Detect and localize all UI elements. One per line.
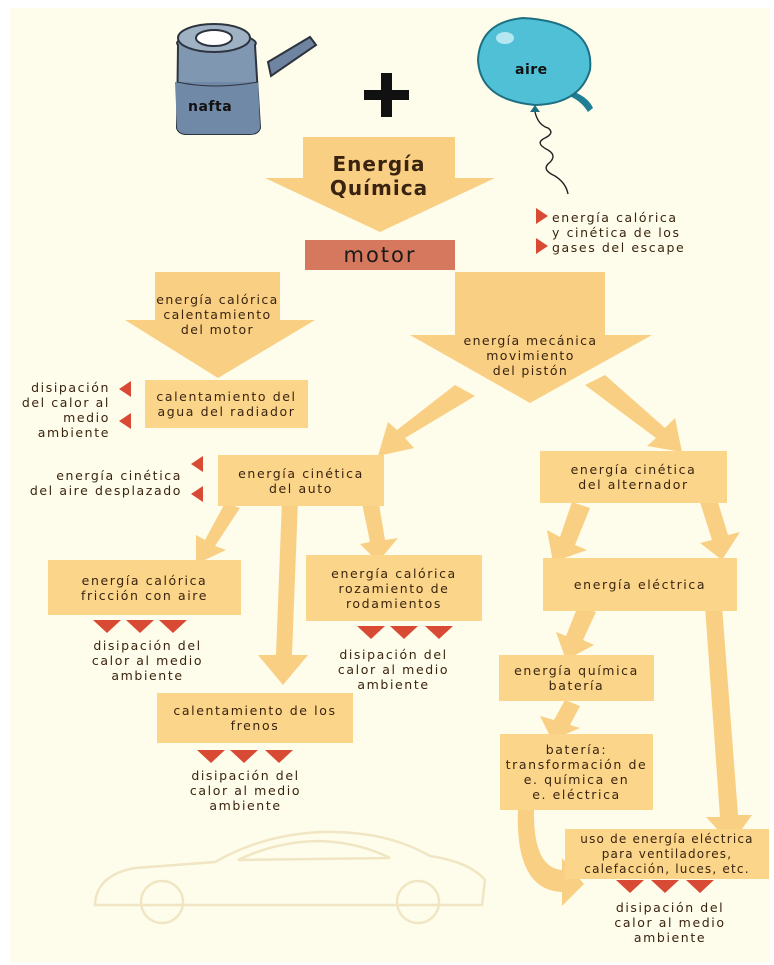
motor-box [305,240,455,270]
radiator-box: calentamiento del agua del radiador [145,380,308,428]
engine-heat-arrow [125,272,315,378]
brake-down-marker-3 [265,750,293,763]
bearing-down-marker-2 [390,626,418,639]
fuel-can-icon [175,23,318,135]
brakes-box: calentamiento de los frenos [157,693,353,743]
car-kinetic-box: energía cinética del auto [218,455,384,506]
uses-down-marker-1 [616,880,644,893]
car-watermark [93,830,487,925]
electric-uses-loss-label: disipación del calor al medio ambiente [614,900,726,945]
mechanical-energy-arrow [410,272,652,403]
exhaust-marker-2 [536,238,548,254]
displaced-air-label: energía cinética del aire desplazado [29,468,182,498]
exhaust-marker-1 [536,208,548,224]
chemical-energy-label: Energía Química [329,152,429,200]
battery-transformation-box: batería: transformación de e. química en… [500,734,653,810]
friction-down-marker-1 [93,620,121,633]
motor-label: motor [343,243,417,267]
engine-heat-label: energía calórica calentamiento del motor [156,292,279,337]
air-friction-loss-label: disipación del calor al medio ambiente [91,638,204,683]
exhaust-label: energía calórica y cinética de los gases… [552,210,686,255]
radiator-loss-label: disipación del calor al medio ambiente [21,380,110,440]
uses-down-marker-2 [651,880,679,893]
electric-uses-box: uso de energía eléctrica para ventilador… [565,829,769,879]
battery-chemical-box: energía química batería [499,655,654,701]
brake-down-marker-1 [197,750,225,763]
air-friction-box: energía calórica fricción con aire [48,560,241,615]
plus-icon [364,73,409,117]
friction-down-marker-2 [126,620,154,633]
bearing-down-marker-1 [357,626,385,639]
bearings-loss-label: disipación del calor al medio ambiente [337,647,450,692]
bearing-down-marker-3 [425,626,453,639]
electric-energy-box: energía eléctrica [543,558,737,611]
air-marker-2 [191,486,203,502]
chemical-energy-arrow [265,137,495,232]
friction-down-marker-3 [159,620,187,633]
radiator-marker-1 [119,381,131,397]
branch-arrows [196,375,752,906]
loss-markers [93,208,714,893]
brake-down-marker-2 [230,750,258,763]
radiator-marker-2 [119,413,131,429]
air-marker-1 [191,456,203,472]
brakes-loss-label: disipación del calor al medio ambiente [189,768,302,813]
alternator-box: energía cinética del alternador [540,451,727,503]
air-label: aire [515,62,548,78]
uses-down-marker-3 [686,880,714,893]
bearings-box: energía calórica rozamiento de rodamient… [306,555,482,621]
fuel-label: nafta [188,99,233,115]
mechanical-energy-label: energía mecánica movimiento del pistón [463,333,598,378]
balloon-icon [476,16,593,195]
